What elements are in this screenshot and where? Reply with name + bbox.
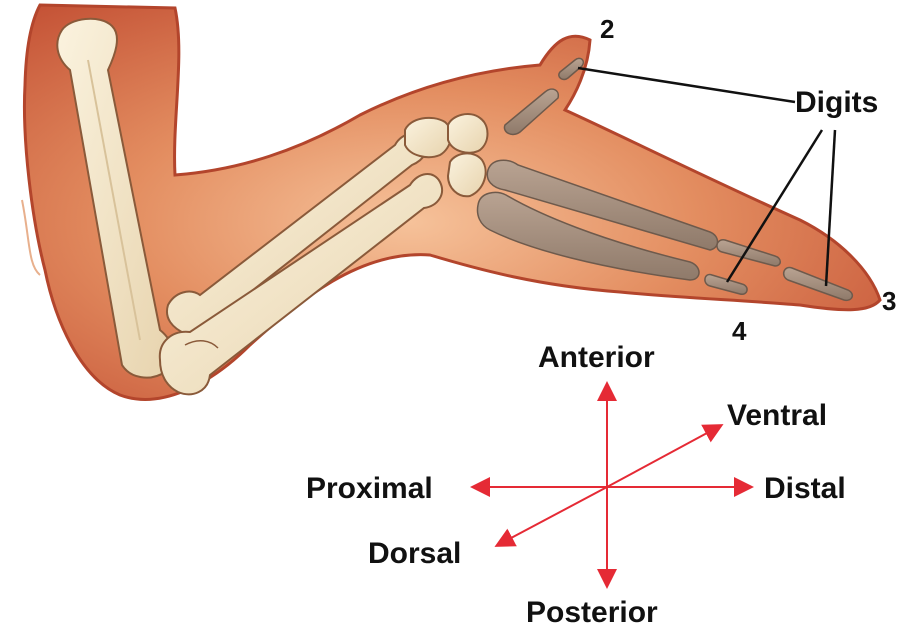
digit-4-label: 4 xyxy=(732,316,747,346)
dorsal-arrow xyxy=(498,487,607,545)
digit-2-label: 2 xyxy=(600,14,614,44)
anterior-label: Anterior xyxy=(538,341,655,374)
distal-label: Distal xyxy=(764,472,846,505)
leader-line-digit-2 xyxy=(578,68,795,102)
digit-3-label: 3 xyxy=(882,286,896,316)
ventral-arrow xyxy=(607,426,720,487)
orientation-compass xyxy=(474,385,750,585)
dorsal-label: Dorsal xyxy=(368,537,461,570)
posterior-label: Posterior xyxy=(526,596,658,629)
ventral-label: Ventral xyxy=(727,399,827,432)
digits-label: Digits xyxy=(795,86,878,119)
proximal-label: Proximal xyxy=(306,472,433,505)
